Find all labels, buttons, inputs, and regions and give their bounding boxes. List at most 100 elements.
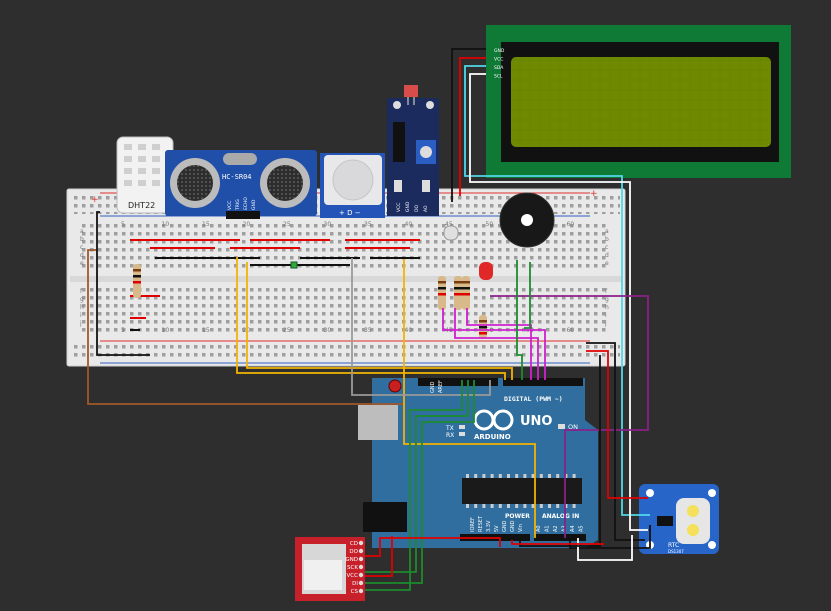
resistors [133,264,487,339]
power-pin-label: IOREF [470,517,476,532]
light-sensor-pin-label: AO [423,205,429,212]
row-letter: c [80,244,83,251]
arduino-name: UNO [520,414,553,429]
row-letter: g [605,296,609,303]
analog-pin-label: A1 [545,525,551,532]
power-pin-label: 5V [494,525,500,532]
column-number: 40 [405,221,413,228]
tx-label: TX [445,425,454,432]
ultrasonic-model-label: HC-SR04 [222,173,252,181]
column-number: 5 [121,221,125,228]
power-header-label: POWER [505,513,530,520]
chip-pin [523,474,527,478]
rtc-label: RTC [668,542,679,549]
light-sensor-pin-label: GND [405,201,411,212]
column-number: 50 [486,221,494,228]
wires [87,48,651,591]
red-led [479,262,493,280]
chip-pin [482,504,486,508]
chip-pin [556,474,560,478]
column-number: 5 [121,327,125,334]
column-number: 30 [324,221,332,228]
row-letter: j [604,320,607,327]
ultrasonic-pin-label: TRIG [235,199,241,211]
chip-pin [548,474,551,478]
lcd-pin-label: SCL [494,74,503,80]
sd-pin [358,588,364,594]
chip-pin [531,474,535,478]
rgb-led [443,225,459,241]
analog-pin-label: A4 [570,525,576,532]
svg-text:+: + [91,195,99,205]
sd-pin [358,580,364,586]
chip-pin [474,504,478,508]
dht22-sensor: DHT22 [116,136,174,214]
chip-pin [572,504,576,508]
row-letter: f [605,288,608,295]
row-letter: d [80,252,84,259]
chip-pin [556,504,560,508]
row-letter: a [605,228,609,235]
chip-pin [531,504,535,508]
sd-pin [358,564,364,570]
chip-pin [490,474,494,478]
column-number: 60 [567,327,575,334]
chip-pin [466,504,469,508]
resistor [479,315,487,339]
chip-pin [474,474,478,478]
gnd-pin-label: GND [430,381,436,393]
sd-pin-label: DO [349,549,358,555]
chip-pin [466,474,469,478]
row-letter: g [80,296,84,303]
column-number: 10 [162,327,170,334]
rtc-chip-label: DS1307 [668,549,684,554]
arduino-logo-icon [473,409,514,431]
row-letter: e [80,260,84,267]
chip-pin [515,474,519,478]
row-letter: h [605,304,609,311]
sd-pin [358,572,364,578]
on-led-label: ON [568,423,578,431]
column-number: 35 [364,221,372,228]
rx-label: RX [446,432,454,439]
arduino-uno: UNO ARDUINO DIGITAL (PWM ~) TX RX ON POW… [358,378,598,548]
light-sensor-pin-label: VCC [396,203,402,212]
row-letter: j [79,320,82,327]
resistor [454,276,462,310]
sd-pin-label: CD [350,541,358,547]
row-letter: b [80,236,84,243]
resistor [438,276,446,310]
light-sensor-pin-label: DO [414,205,420,212]
chip-pin [507,504,510,508]
chip-pin [523,504,527,508]
power-pin-label: GND [510,520,516,532]
chip-pin [490,504,494,508]
sd-pin-label: CS [351,589,359,595]
power-pin-label: GND [502,520,508,532]
chip-pin [507,474,510,478]
lcd-pin-label: SDA [494,65,504,71]
row-letter: d [605,252,609,259]
chip-pin [515,504,519,508]
row-letter: b [605,236,609,243]
aref-pin-label: AREF [438,380,444,393]
column-number: 15 [202,327,210,334]
row-letter: i [605,312,607,319]
column-number: 45 [445,221,453,228]
digital-header-label: DIGITAL (PWM ~) [504,395,563,403]
row-letter: h [80,304,84,311]
lcd-pin-label: VCC [494,57,503,63]
row-letter: e [605,260,609,267]
column-number: 30 [324,327,332,334]
sd-pin-label: SCK [347,565,358,571]
chip-pin [548,504,551,508]
sd-pin [358,540,364,546]
